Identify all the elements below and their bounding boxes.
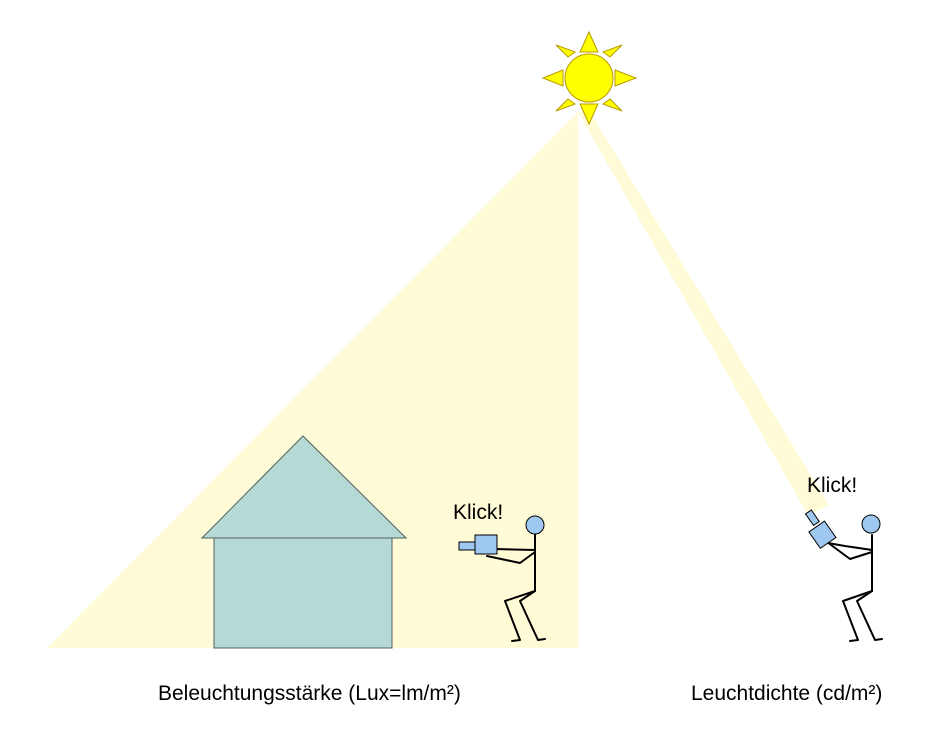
camera-right [804,509,837,550]
luminance-light-beam [578,112,829,515]
click-text-left: Klick! [453,501,503,524]
person-right [826,534,883,642]
house-icon [200,435,408,649]
person-left-head [525,515,545,535]
camera-left [458,534,498,555]
luminance-caption: Leuchtdichte (cd/m²) [691,682,882,705]
illuminance-light-beam [47,112,578,648]
illuminance-caption: Beleuchtungsstärke (Lux=lm/m²) [158,682,461,705]
sun-icon [541,30,638,126]
click-text-right: Klick! [807,474,857,497]
person-right-head [861,514,881,534]
